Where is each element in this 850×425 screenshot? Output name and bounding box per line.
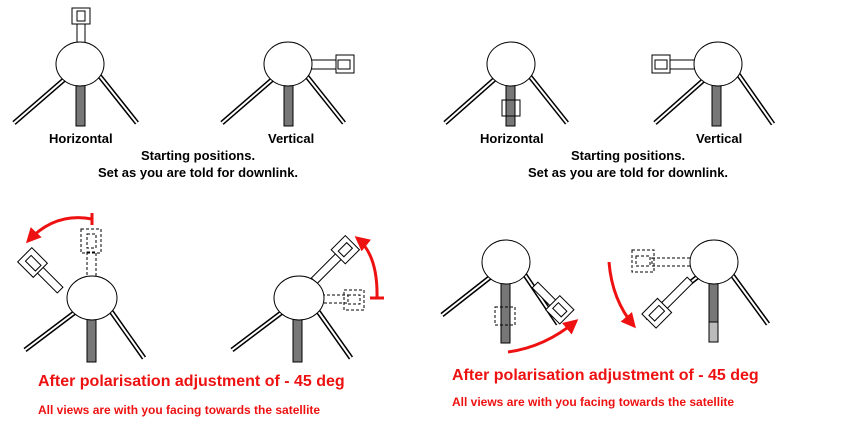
label-horizontal-top-left: Horizontal	[49, 131, 113, 146]
label-vertical-top-left: Vertical	[268, 131, 315, 146]
adjustment-title-bottom-left: After polarisation adjustment of - 45 de…	[38, 373, 345, 390]
antenna-top-left-horizontal	[12, 7, 139, 127]
caption-line2-top-left: Set as you are told for downlink.	[97, 165, 299, 180]
antenna-bottom-left-rotated-horizontal	[16, 213, 147, 363]
caption-line1-top-right: Starting positions.	[570, 148, 686, 163]
caption-line2-top-right: Set as you are told for downlink.	[527, 165, 729, 180]
label-vertical-top-right: Vertical	[696, 131, 743, 146]
antenna-top-right-horizontal	[443, 41, 569, 127]
facing-note-bottom-right: All views are with you facing towards th…	[452, 395, 735, 409]
antenna-top-left-vertical	[220, 41, 355, 127]
antenna-top-right-vertical	[651, 41, 776, 127]
antenna-bottom-left-rotated-vertical	[230, 234, 384, 363]
antenna-bottom-right-rotated-vertical	[607, 239, 771, 343]
facing-note-bottom-left: All views are with you facing towards th…	[38, 403, 321, 417]
adjustment-title-bottom-right: After polarisation adjustment of - 45 de…	[452, 367, 759, 384]
label-horizontal-top-right: Horizontal	[480, 131, 544, 146]
caption-line1-top-left: Starting positions.	[140, 148, 256, 163]
antenna-bottom-right-rotated-horizontal	[440, 239, 579, 354]
